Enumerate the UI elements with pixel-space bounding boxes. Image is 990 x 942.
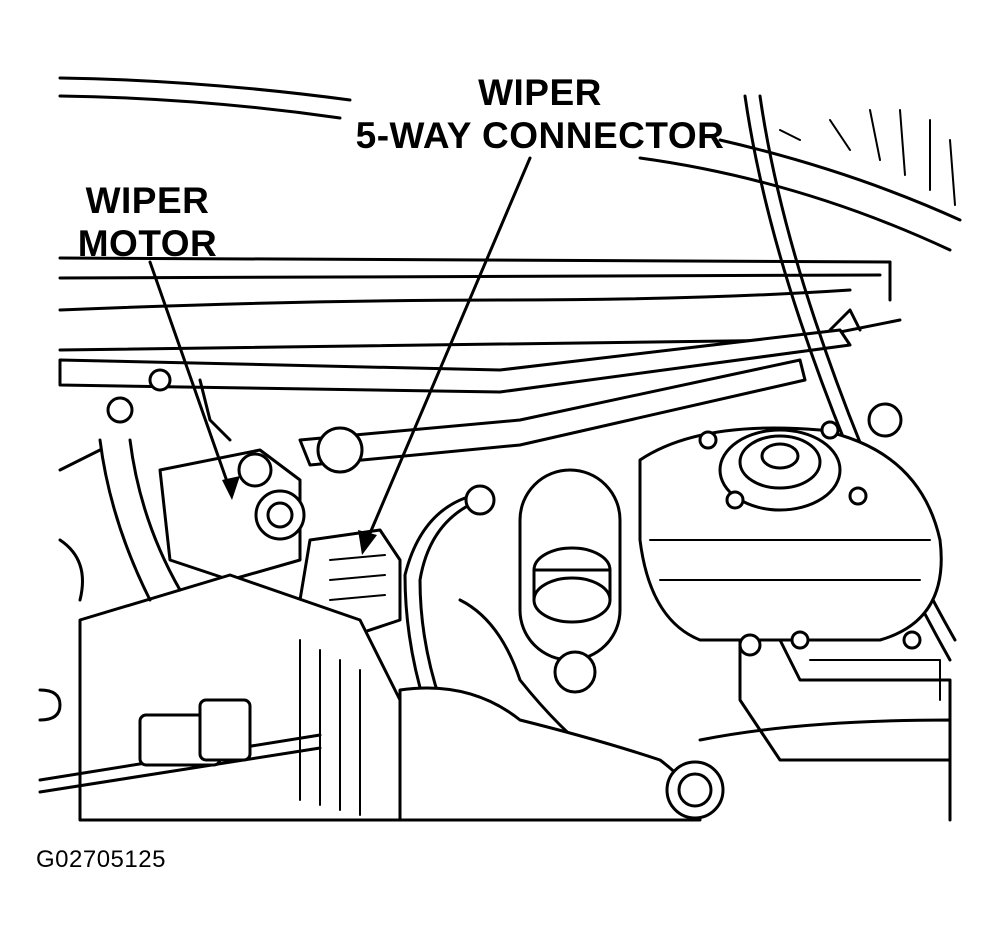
wiper-connector-label-line2: 5-WAY CONNECTOR	[355, 115, 725, 156]
hood-edge-lines	[58, 76, 962, 252]
fender-bracket	[738, 630, 952, 762]
motor-leader-arrow	[148, 260, 240, 500]
wiper-motor-callout: WIPER MOTOR	[60, 182, 235, 268]
brake-fluid-reservoir	[518, 468, 622, 694]
wiper-connector-callout: WIPER 5-WAY CONNECTOR	[340, 74, 740, 160]
wiper-motor-label-line2: MOTOR	[77, 223, 218, 264]
wiper-motor-label-line1: WIPER	[85, 180, 210, 221]
strut-tower	[638, 420, 943, 642]
lower-ducting	[398, 686, 952, 822]
wiper-linkage	[58, 308, 903, 474]
connector-leader-arrow	[358, 156, 532, 555]
wiper-connector-label-line1: WIPER	[478, 72, 602, 113]
left-side-hoses	[58, 438, 182, 602]
wiper-motor-body	[106, 368, 306, 582]
air-cleaner-housing	[38, 573, 402, 822]
figure-code: G02705125	[36, 846, 166, 873]
